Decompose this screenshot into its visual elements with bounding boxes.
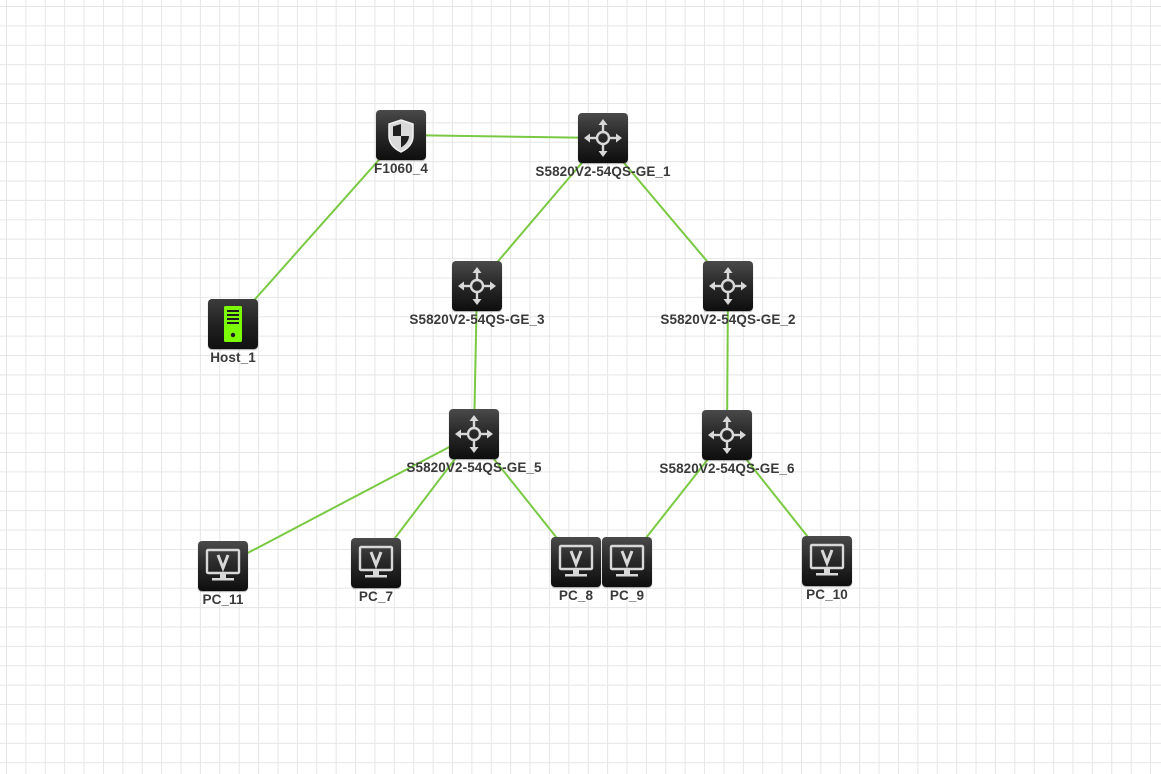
pc-monitor-icon: [351, 538, 401, 588]
node-s5820v2-54qs-ge-5[interactable]: S5820V2-54QS-GE_5: [406, 409, 542, 475]
node-label: S5820V2-54QS-GE_1: [535, 164, 671, 179]
node-s5820v2-54qs-ge-2[interactable]: S5820V2-54QS-GE_2: [660, 261, 796, 327]
node-pc-8[interactable]: PC_8: [551, 537, 601, 603]
pc-monitor-icon: [802, 536, 852, 586]
node-label: S5820V2-54QS-GE_5: [406, 460, 542, 475]
server-icon: [208, 299, 258, 349]
switch-arrows-icon: [452, 261, 502, 311]
pc-monitor-icon: [198, 541, 248, 591]
switch-arrows-icon: [703, 261, 753, 311]
switch-arrows-icon: [449, 409, 499, 459]
links-layer: [222, 134, 828, 567]
node-label: Host_1: [210, 350, 256, 365]
node-pc-11[interactable]: PC_11: [198, 541, 248, 607]
node-label: PC_9: [609, 588, 645, 603]
link-f1060-4-ge-1[interactable]: [400, 134, 604, 139]
node-host-1[interactable]: Host_1: [208, 299, 258, 365]
node-label: PC_8: [558, 588, 594, 603]
node-label: S5820V2-54QS-GE_6: [659, 461, 795, 476]
node-pc-7[interactable]: PC_7: [351, 538, 401, 604]
link-ge-5-pc-11[interactable]: [222, 433, 475, 567]
node-label: PC_10: [806, 587, 848, 602]
node-pc-9[interactable]: PC_9: [602, 537, 652, 603]
node-s5820v2-54qs-ge-6[interactable]: S5820V2-54QS-GE_6: [659, 410, 795, 476]
node-s5820v2-54qs-ge-1[interactable]: S5820V2-54QS-GE_1: [535, 113, 671, 179]
switch-arrows-icon: [702, 410, 752, 460]
node-label: PC_11: [202, 592, 244, 607]
node-label: S5820V2-54QS-GE_2: [660, 312, 796, 327]
node-label: F1060_4: [374, 161, 428, 176]
link-f1060-4-host-1[interactable]: [232, 134, 402, 325]
node-f1060-4[interactable]: F1060_4: [374, 110, 428, 176]
node-s5820v2-54qs-ge-3[interactable]: S5820V2-54QS-GE_3: [409, 261, 545, 327]
node-pc-10[interactable]: PC_10: [802, 536, 852, 602]
firewall-shield-icon: [376, 110, 426, 160]
switch-arrows-icon: [578, 113, 628, 163]
node-label: PC_7: [358, 589, 394, 604]
pc-monitor-icon: [602, 537, 652, 587]
pc-monitor-icon: [551, 537, 601, 587]
node-label: S5820V2-54QS-GE_3: [409, 312, 545, 327]
